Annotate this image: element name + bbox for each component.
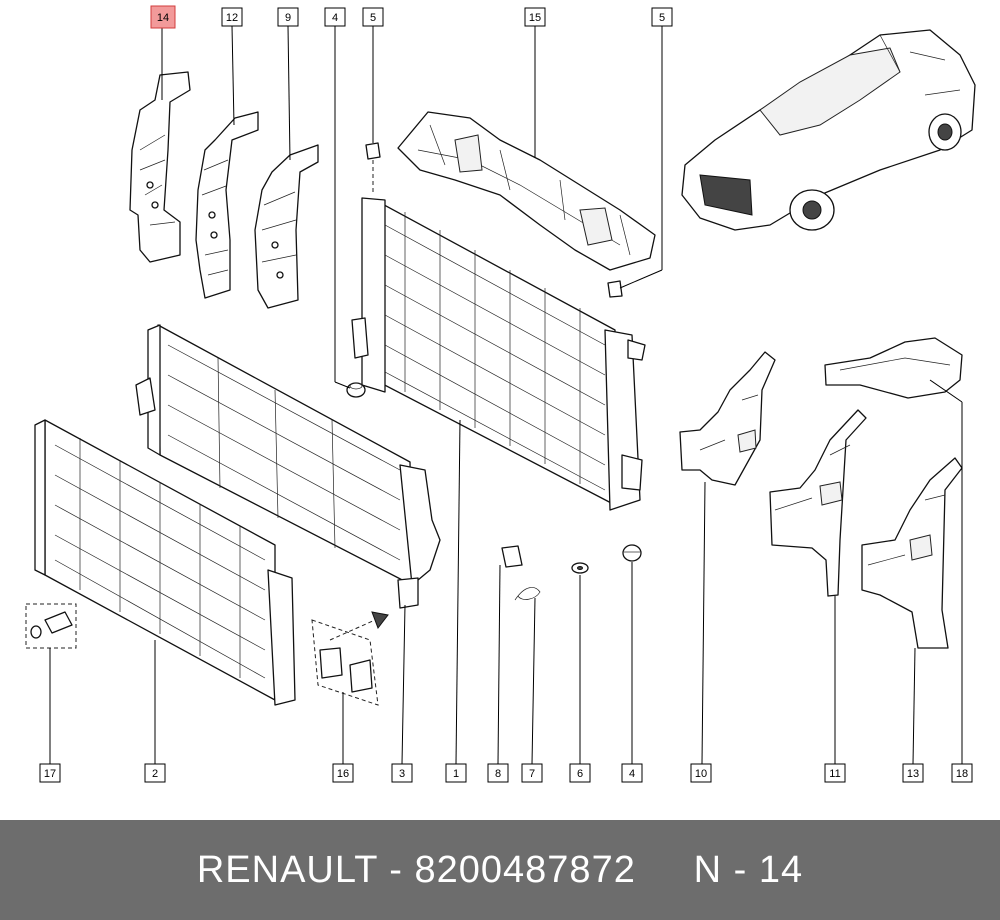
- part-6-washer: [571, 562, 589, 574]
- part-number: 8200487872: [414, 848, 636, 891]
- part-9-deflector: [254, 144, 319, 309]
- callout-number: 9: [285, 12, 291, 24]
- part-14-deflector: [129, 71, 191, 263]
- part-5-bush-right: [607, 280, 623, 298]
- callout-number: 1: [453, 768, 459, 780]
- part-16-brackets: [311, 619, 379, 706]
- callout-number: 4: [332, 12, 338, 24]
- callout-1: 1: [445, 763, 467, 783]
- car-location-illustration: [681, 29, 976, 231]
- callout-number: 17: [44, 768, 56, 780]
- callout-box: [951, 763, 973, 783]
- callout-2: 2: [144, 763, 166, 783]
- callout-box: [39, 763, 61, 783]
- callout-box: [521, 763, 543, 783]
- callout-number: 12: [226, 12, 238, 24]
- part-11-bracket: [769, 409, 867, 597]
- callout-number: 7: [529, 768, 535, 780]
- callout-18: 18: [951, 763, 973, 783]
- callout-number: 6: [577, 768, 583, 780]
- callout-box: [824, 763, 846, 783]
- brand-name: RENAULT: [196, 848, 378, 891]
- callout-number: 5: [659, 12, 665, 24]
- part-2-condenser: [34, 419, 296, 706]
- callout-number: 3: [399, 768, 405, 780]
- part-3-intercooler: [135, 324, 441, 609]
- callout-box: [621, 763, 643, 783]
- part-8-clip: [501, 545, 523, 568]
- callout-16: 16: [332, 763, 354, 783]
- part-4-mount-rubber: [346, 382, 366, 398]
- callout-15: 15: [524, 7, 546, 27]
- callout-box: [487, 763, 509, 783]
- footer-caption: RENAULT - 8200487872 N - 14: [197, 849, 803, 892]
- part-10-bracket: [679, 351, 776, 486]
- callout-box: [277, 7, 299, 27]
- part-13-bracket: [861, 457, 963, 649]
- callout-number: 5: [370, 12, 376, 24]
- callout-5: 5: [651, 7, 673, 27]
- part-4-rubber-lower: [622, 544, 642, 562]
- position-label: N - 14: [693, 848, 804, 891]
- callout-box: [902, 763, 924, 783]
- callout-box: [332, 763, 354, 783]
- part-18-air-guide: [824, 337, 963, 399]
- callout-number: 16: [337, 768, 349, 780]
- callout-box: [221, 7, 243, 27]
- callout-12: 12: [221, 7, 243, 27]
- callout-number: 13: [907, 768, 919, 780]
- footer-bar: RENAULT - 8200487872 N - 14: [0, 820, 1000, 920]
- callout-14-highlighted: 14: [150, 5, 176, 29]
- callout-13: 13: [902, 763, 924, 783]
- callout-box: [150, 5, 176, 29]
- part-12-deflector: [195, 111, 259, 299]
- callout-4: 4: [621, 763, 643, 783]
- callout-box: [391, 763, 413, 783]
- leader-lines: [49, 25, 963, 765]
- callout-number: 8: [495, 768, 501, 780]
- callout-4: 4: [324, 7, 346, 27]
- callout-box: [569, 763, 591, 783]
- callout-11: 11: [824, 763, 846, 783]
- part-1-radiator: [351, 197, 646, 511]
- part-5-bush-top: [365, 142, 381, 192]
- callout-box: [144, 763, 166, 783]
- callout-number: 10: [695, 768, 707, 780]
- callout-8: 8: [487, 763, 509, 783]
- callout-6: 6: [569, 763, 591, 783]
- part-17-valve: [25, 603, 77, 649]
- callout-3: 3: [391, 763, 413, 783]
- callout-box: [524, 7, 546, 27]
- callout-box: [324, 7, 346, 27]
- separator: -: [377, 848, 415, 891]
- part-15-cross-member: [397, 111, 656, 271]
- footer-gap: [636, 849, 694, 891]
- callout-7: 7: [521, 763, 543, 783]
- callout-10: 10: [690, 763, 712, 783]
- callout-number: 18: [956, 768, 968, 780]
- callout-number: 14: [157, 12, 169, 24]
- callout-number: 2: [152, 768, 158, 780]
- callout-box: [445, 763, 467, 783]
- callout-box: [362, 7, 384, 27]
- callout-number: 11: [829, 768, 840, 780]
- callout-9: 9: [277, 7, 299, 27]
- callout-box: [651, 7, 673, 27]
- callout-number: 15: [529, 12, 541, 24]
- callout-5: 5: [362, 7, 384, 27]
- callout-17: 17: [39, 763, 61, 783]
- part-7-spring-clip: [514, 587, 541, 601]
- arrow-to-bracket: [329, 611, 389, 641]
- callout-number: 4: [629, 768, 635, 780]
- callout-box: [690, 763, 712, 783]
